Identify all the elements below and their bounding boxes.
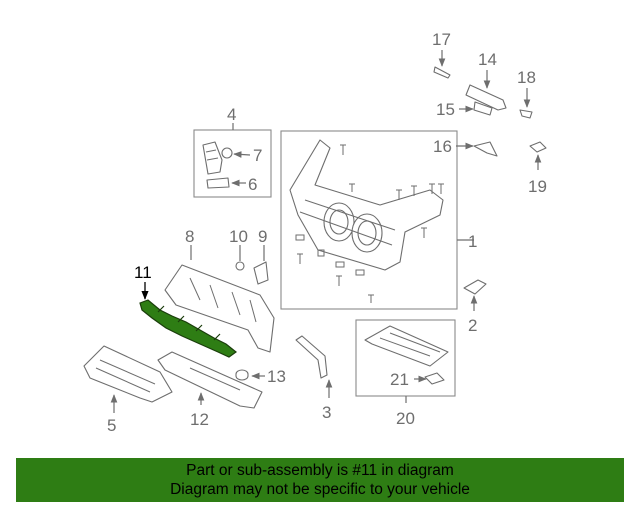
part-5-duct: [83, 345, 173, 413]
part-14-trim: [465, 70, 507, 111]
part-15-bracket: [459, 101, 493, 116]
part-11-highlighted: [139, 282, 237, 358]
callout-18: 18: [517, 68, 536, 87]
callout-5: 5: [107, 416, 116, 435]
callout-12: 12: [190, 410, 209, 429]
callout-17: 17: [432, 30, 451, 49]
part-18-clip: [519, 88, 533, 119]
group-box-4: [193, 123, 272, 198]
part-10-fastener: [235, 245, 245, 271]
callout-6: 6: [248, 175, 257, 194]
callout-21: 21: [390, 370, 409, 389]
part-16-seal: [456, 141, 498, 157]
part-17-clip: [433, 50, 451, 79]
part-1-radiator-support: [280, 130, 474, 310]
parts-diagram: 1 2 3 4 5 6 7 8 9 10 11 12 13 14 15 16 1…: [83, 30, 547, 435]
callout-9: 9: [258, 227, 267, 246]
info-banner: Part or sub-assembly is #11 in diagram D…: [16, 458, 624, 502]
callout-15: 15: [436, 100, 455, 119]
callout-14: 14: [478, 50, 497, 69]
part-8-deflector: [164, 245, 275, 353]
banner-line-2: Diagram may not be specific to your vehi…: [170, 481, 470, 498]
callout-7: 7: [253, 146, 262, 165]
callout-3: 3: [322, 403, 331, 422]
part-2-bracket: [463, 279, 487, 311]
banner-line-1: Part or sub-assembly is #11 in diagram: [186, 462, 454, 479]
callout-11: 11: [134, 263, 152, 282]
part-9-bracket: [253, 245, 269, 285]
callout-2: 2: [468, 316, 477, 335]
callout-4: 4: [227, 105, 236, 124]
part-13-fastener: [235, 369, 265, 381]
callout-20: 20: [396, 409, 415, 428]
part-12-shield: [157, 351, 263, 409]
part-11-shape: [139, 299, 237, 358]
callout-10: 10: [229, 227, 248, 246]
callout-19: 19: [528, 177, 547, 196]
group-box-20: [355, 319, 456, 403]
part-19-clip: [529, 141, 547, 170]
callout-13: 13: [267, 367, 286, 386]
callout-8: 8: [185, 227, 194, 246]
part-3-bracket: [295, 335, 333, 398]
callout-16: 16: [433, 137, 452, 156]
callout-1: 1: [468, 232, 477, 251]
